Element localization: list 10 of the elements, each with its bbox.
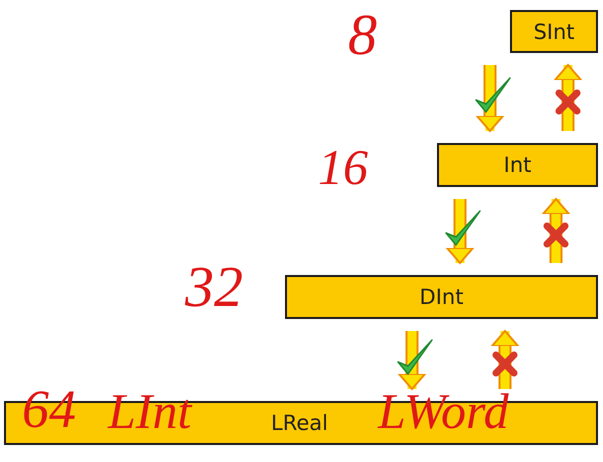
handwritten-number: 32 <box>185 258 243 316</box>
type-name: SInt <box>533 20 575 44</box>
type-name: DInt <box>420 285 464 309</box>
type-bar <box>510 10 598 53</box>
type-name: LReal <box>271 411 328 435</box>
handwritten-number: 8 <box>348 6 377 64</box>
handwritten-number: 16 <box>318 142 368 192</box>
type-bar <box>285 275 598 319</box>
type-bar <box>437 143 598 187</box>
type-name: Int <box>504 153 532 177</box>
